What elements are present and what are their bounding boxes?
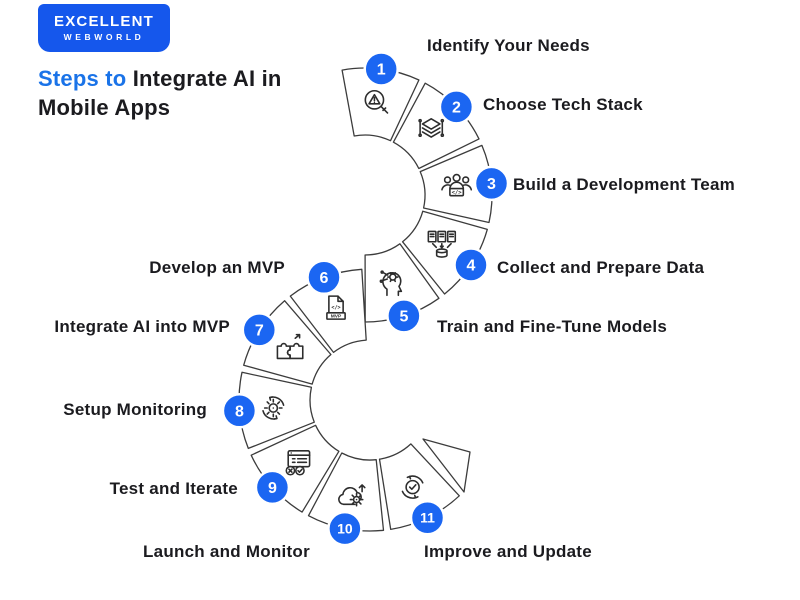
step-label-7: Integrate AI into MVP [54, 317, 230, 336]
brand-name-line1: EXCELLENT [54, 13, 154, 31]
step-number-badge: 10 [327, 510, 363, 547]
svg-text:</>: </> [331, 305, 340, 311]
step-label-6: Develop an MVP [149, 258, 285, 277]
ai-head-icon [379, 270, 403, 297]
step-label-8: Setup Monitoring [63, 400, 207, 419]
step-label-2: Choose Tech Stack [483, 95, 643, 114]
step-number: 11 [420, 510, 435, 526]
cloud-launch-icon [338, 484, 366, 507]
step-number-badge: 6 [306, 259, 342, 296]
step-number: 1 [377, 62, 386, 79]
brand-name-line2: WEBWORLD [63, 31, 145, 42]
gear-sync-icon [262, 396, 285, 420]
step-number-badge: 2 [438, 89, 475, 125]
dev-team-icon: </> [441, 173, 473, 197]
svg-text:MVP: MVP [331, 314, 342, 320]
step-label-9: Test and Iterate [109, 479, 238, 498]
test-checklist-icon [285, 450, 311, 476]
step-number-badge: 4 [453, 247, 489, 283]
step-number: 9 [268, 480, 277, 497]
title-rest: Integrate AI in Mobile Apps [38, 66, 282, 121]
step-number-badge: 3 [473, 165, 510, 202]
step-number-badge: 5 [386, 298, 422, 334]
flow-arrowhead [422, 438, 471, 493]
step-label-11: Improve and Update [424, 542, 592, 561]
step-number: 5 [399, 309, 408, 326]
brand-logo: EXCELLENT WEBWORLD [38, 4, 170, 52]
step-label-3: Build a Development Team [513, 175, 736, 194]
update-cycle-icon [401, 475, 424, 499]
step-label-1: Identify Your Needs [427, 36, 590, 55]
magnifier-alert-icon [364, 89, 389, 114]
step-number-badge: 8 [221, 393, 258, 429]
step-number: 7 [255, 323, 264, 340]
database-collect-icon [427, 230, 457, 258]
tech-stack-icon [418, 118, 445, 138]
step-number-badge: 1 [363, 51, 399, 87]
step-number-badge: 11 [409, 499, 446, 536]
page-title: Steps to Integrate AI in Mobile Apps [38, 64, 310, 122]
step-number: 2 [452, 100, 461, 117]
step-number: 6 [320, 270, 329, 287]
puzzle-icon [276, 333, 304, 360]
step-number: 10 [337, 521, 353, 537]
step-number: 3 [487, 176, 496, 193]
step-label-5: Train and Fine-Tune Models [437, 317, 668, 336]
title-accent: Steps to [38, 66, 127, 91]
step-number-badge: 9 [254, 469, 291, 506]
step-label-10: Launch and Monitor [143, 542, 310, 561]
svg-text:</>: </> [452, 190, 463, 196]
step-number: 4 [467, 258, 476, 275]
step-label-4: Collect and Prepare Data [497, 258, 705, 277]
step-number-badge: 7 [241, 312, 278, 348]
mvp-document-icon: </> MVP [326, 295, 346, 320]
step-number: 8 [235, 404, 244, 421]
